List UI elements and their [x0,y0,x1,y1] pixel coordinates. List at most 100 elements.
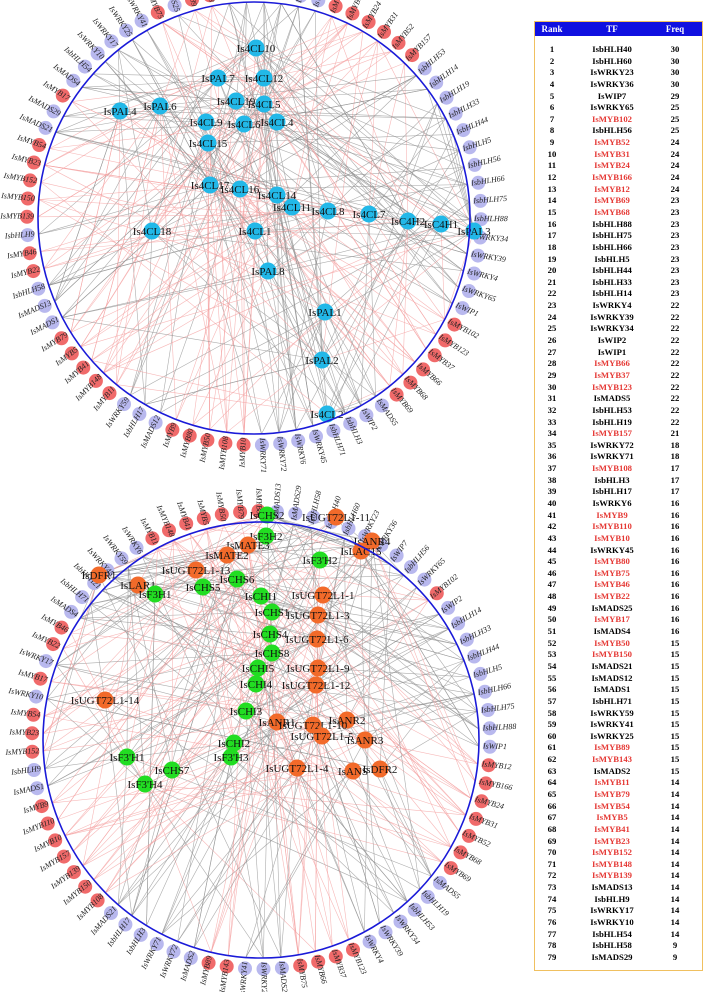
edge-line [263,77,459,288]
edge-line [38,184,211,200]
tf-cell: IsbHLH53 [592,404,632,415]
freq-cell: 24 [670,160,680,171]
tf-cell: IsWRKY72 [590,439,634,450]
tf-node [75,590,90,605]
gene-label: Is4CL14 [258,190,297,202]
tf-cell: IsMYB31 [594,148,630,159]
edge-line [263,77,465,168]
edge-line [144,783,466,816]
freq-cell: 16 [670,556,680,567]
edge-line [206,528,267,537]
freq-cell: 23 [670,241,680,252]
tf-node [477,684,492,699]
tf-node [196,511,211,526]
tf-node [77,59,92,74]
edge-line [276,194,416,363]
freq-cell: 22 [670,346,680,357]
edge-line [43,206,293,269]
rank-cell: 78 [547,940,557,951]
edge-line [71,101,278,196]
edge-line [228,683,257,956]
freq-cell: 30 [670,44,680,54]
edge-line [70,593,156,634]
tf-node [461,284,476,298]
edge-line [62,270,269,318]
tf-node [54,620,69,635]
rank-cell: 30 [547,381,557,392]
tf-node [474,794,489,809]
edge-line [257,667,365,933]
edge-line [105,61,278,196]
tf-node [20,228,35,243]
tf-node [326,423,341,438]
tf-node [185,0,199,7]
edge-line [64,724,314,836]
edge-line [52,770,354,804]
rank-cell: 16 [547,218,557,229]
gene-label: IsANR1 [259,717,296,729]
tf-node [55,88,70,103]
freq-cell: 18 [670,451,680,462]
edge-line [47,638,318,787]
edge-line [266,514,465,661]
edge-line [195,522,242,571]
freq-cell: 17 [670,463,680,474]
tf-node [31,281,46,296]
freq-cell: 16 [670,614,680,625]
tf-node [293,958,308,973]
tf-node [404,560,418,574]
edge-line [157,547,317,686]
edge-line [228,3,475,232]
freq-header: Freq [665,24,685,34]
tf-node [432,875,447,890]
tf-label: IsMYB150 [0,191,35,203]
gene-label: Is4CL12 [245,73,284,85]
gene-label: IsUGT72L1-5 [291,731,354,743]
edge-line [154,521,259,595]
gene-node [111,102,129,120]
edge-line [118,49,121,112]
gene-node [227,92,245,110]
gene-node [255,95,273,113]
rank-cell: 42 [547,521,557,532]
rank-cell: 17 [547,230,557,241]
edge-line [171,540,174,771]
edge-line [254,230,280,433]
edge-line [379,768,432,877]
gene-label: IsDFR1 [82,570,117,582]
edge-line [235,100,404,375]
edge-line [195,569,333,947]
rank-cell: 66 [547,800,557,811]
tf-node [393,914,408,929]
tf-node [179,516,194,531]
tf-cell: IsWRKY6 [592,497,632,508]
tf-node [361,15,376,29]
tf-node [362,934,377,949]
tf-cell: IsMYB50 [594,637,630,648]
gene-node [136,775,154,793]
edge-line [209,184,228,433]
gene-label: IsPAL6 [143,101,177,113]
edge-line [209,184,362,406]
gene-node [268,713,286,731]
freq-cell: 25 [670,102,680,113]
tf-label: IsMADS1 [12,782,45,798]
edge-line [230,524,294,758]
edge-line [161,770,354,935]
freq-cell: 16 [670,497,680,508]
edge-line [243,3,282,125]
tf-node [64,604,79,619]
edge-line [44,516,337,769]
